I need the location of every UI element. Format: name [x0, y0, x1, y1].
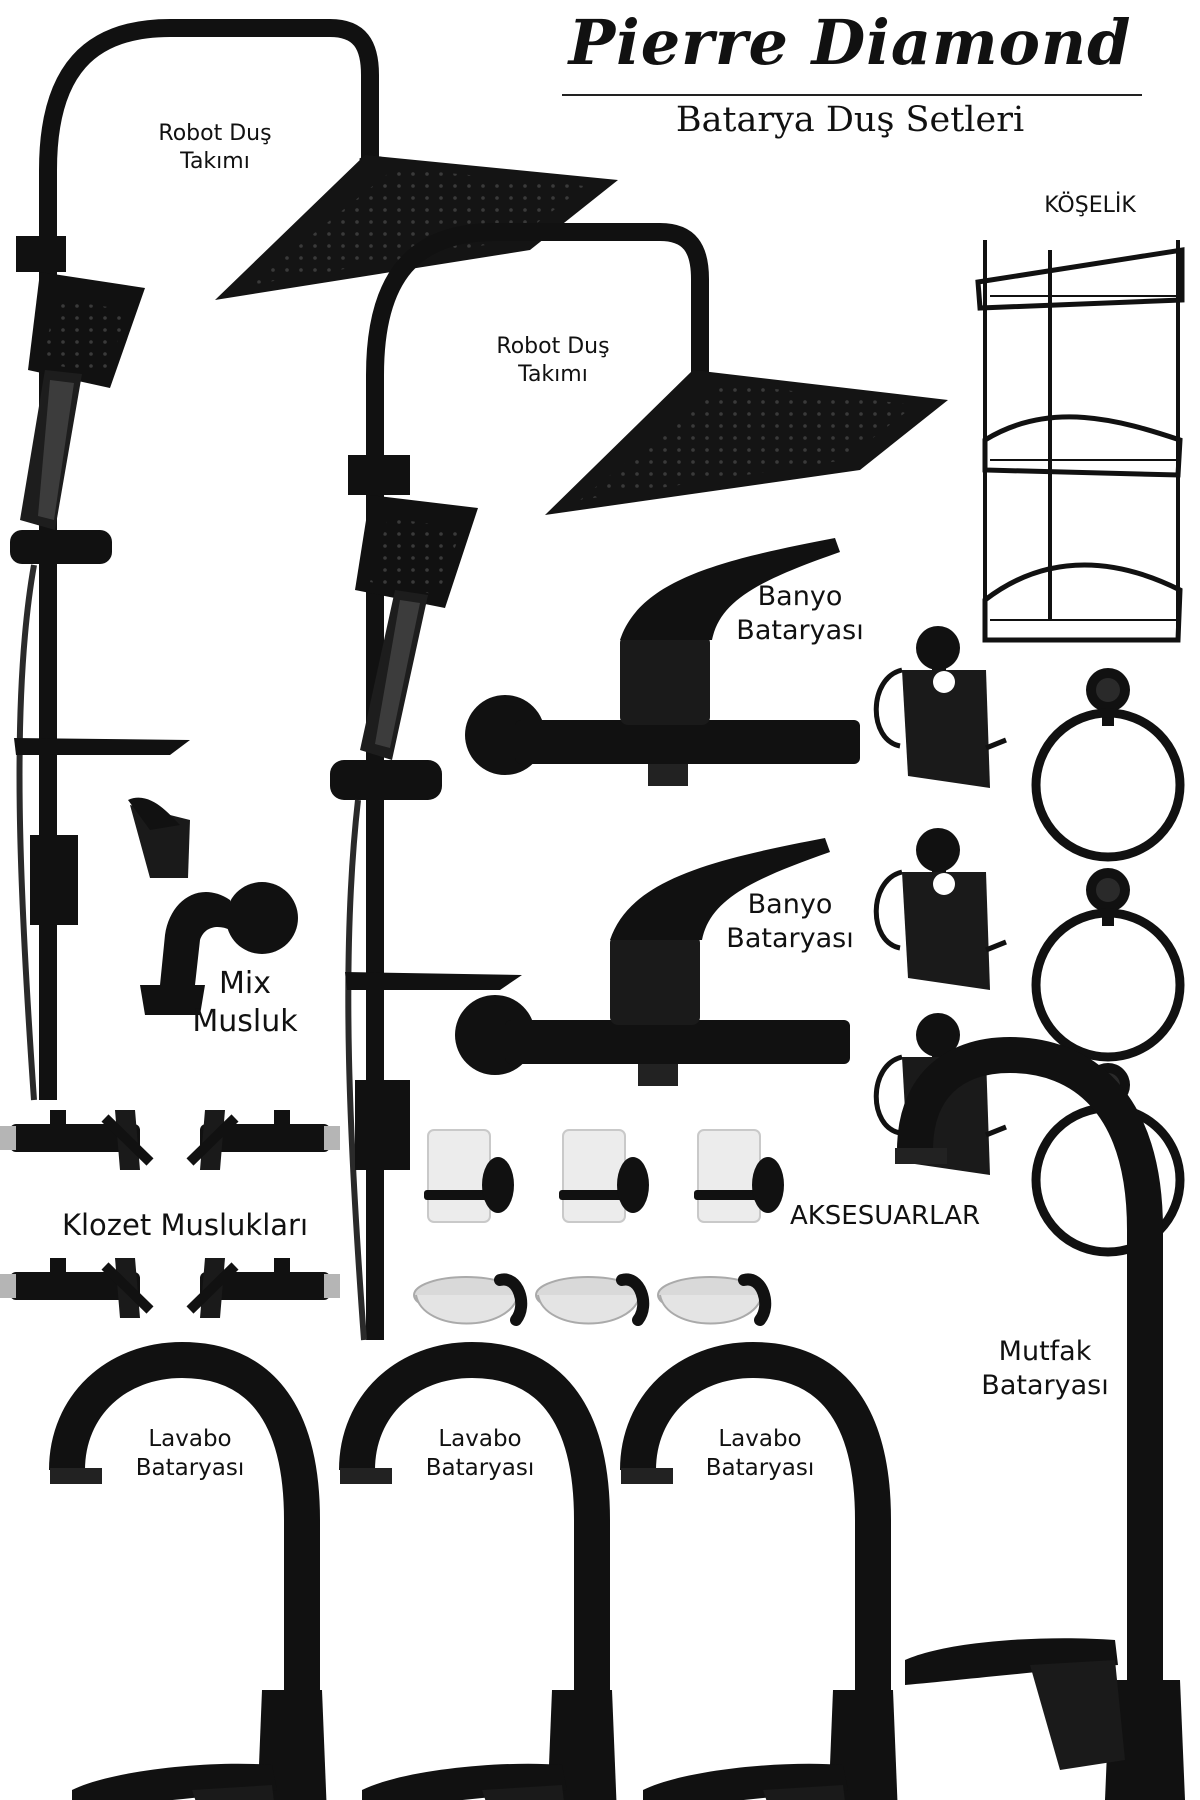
soap-dish-2: [536, 1277, 643, 1324]
glass-holder-1: [423, 1129, 515, 1223]
label-toilet-valves: Klozet Muslukları: [61, 1208, 309, 1242]
bath-faucet-2: [455, 838, 850, 1086]
glass-holder-3: [693, 1129, 785, 1223]
label-mix-tap: Mix Musluk: [192, 966, 298, 1039]
label-accessories: AKSESUARLAR: [789, 1201, 981, 1231]
paper-holder-1: [876, 626, 1006, 788]
label-robot-shower-2: Robot Duş Takımı: [496, 334, 610, 387]
label-corner-shelf: KÖŞELİK: [1044, 193, 1136, 218]
label-bath-faucet-1: Banyo Bataryası: [736, 581, 864, 646]
bath-faucet-1: [465, 538, 860, 786]
shower-set-1: [10, 19, 618, 1101]
soap-dish-3: [658, 1277, 765, 1324]
toilet-valve-1: [0, 1110, 150, 1170]
kitchen-faucet: [895, 1036, 1185, 1800]
label-basin-faucet-2: Lavabo Bataryası: [425, 1426, 535, 1481]
corner-shelf: [975, 240, 1185, 643]
toilet-valve-2: [190, 1110, 340, 1170]
label-kitchen-faucet: Mutfak Bataryası: [981, 1336, 1109, 1401]
header-divider: [562, 94, 1142, 96]
label-bath-faucet-2: Banyo Bataryası: [726, 889, 854, 954]
paper-holder-2: [876, 828, 1006, 990]
shower-set-2: [330, 223, 948, 1341]
label-robot-shower-1: Robot Duş Takımı: [158, 121, 272, 174]
mix-tap: [128, 797, 298, 1015]
label-basin-faucet-1: Lavabo Bataryası: [135, 1426, 245, 1481]
collection-subtitle: Batarya Duş Setleri: [675, 100, 1025, 140]
towel-ring-1: [1036, 668, 1180, 857]
glass-holder-2: [558, 1129, 650, 1223]
toilet-valve-3: [0, 1258, 150, 1318]
toilet-valve-4: [190, 1258, 340, 1318]
label-basin-faucet-3: Lavabo Bataryası: [705, 1426, 815, 1481]
towel-ring-2: [1036, 868, 1180, 1057]
brand-logo-text: Pierre Diamond: [568, 6, 1132, 79]
soap-dish-1: [414, 1277, 521, 1324]
